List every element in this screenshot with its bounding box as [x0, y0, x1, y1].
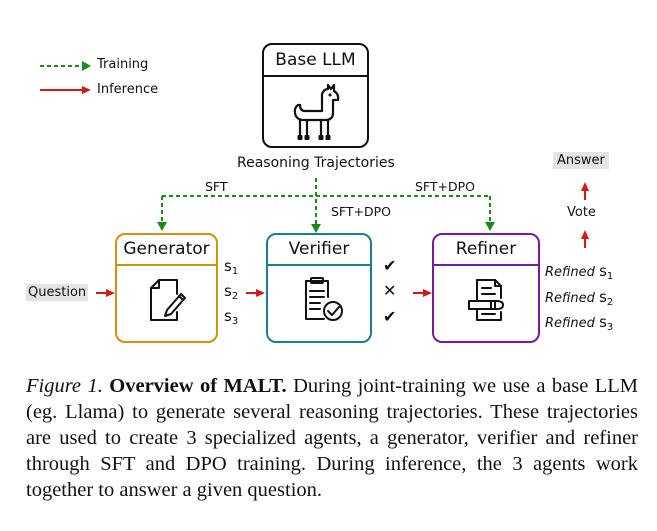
verifier-box: Verifier: [266, 233, 372, 343]
base-llm-title: Base LLM: [275, 50, 356, 70]
write-document-icon: [150, 279, 186, 321]
base-llm-box: Base LLM: [262, 43, 369, 148]
edge-label-generator: SFT: [205, 179, 228, 194]
vote-label: Vote: [567, 205, 596, 220]
generator-sample-2: s2: [224, 282, 239, 302]
llama-icon: [293, 83, 340, 140]
training-arrowhead-verifier: [311, 224, 321, 233]
edge-label-refiner: SFT+DPO: [415, 179, 476, 194]
legend-inference-head: [82, 86, 91, 94]
verdict-mark-2: ✕: [383, 281, 397, 300]
training-arrowhead-generator: [157, 222, 167, 231]
verifier-title: Verifier: [288, 239, 350, 259]
diagram-connectors: [40, 61, 589, 297]
refined-sample-3: Refined s3: [545, 313, 614, 333]
refiner-title: Refiner: [455, 239, 517, 259]
training-arrowhead-refiner: [485, 222, 495, 231]
generator-box: Generator: [115, 233, 218, 343]
generator-sample-1: s1: [224, 257, 239, 277]
refiner-box: Refiner: [432, 233, 540, 343]
edit-document-icon: [468, 279, 504, 321]
verdict-mark-3: ✔: [383, 307, 397, 326]
document-check-icon: [305, 277, 343, 321]
refined-sample-2: Refined s2: [545, 288, 614, 308]
legend-training-head: [82, 61, 91, 71]
refined-sample-1: Refined s1: [545, 262, 614, 282]
answer-label: Answer: [553, 152, 609, 169]
legend-inference-label: Inference: [97, 82, 159, 97]
caption-label: Figure 1.: [26, 375, 103, 397]
caption-body: During joint-training we use a base LLM …: [26, 375, 638, 501]
caption-title: Overview of MALT.: [109, 375, 287, 397]
base-llm-subtitle: Reasoning Trajectories: [237, 155, 395, 171]
figure-caption: Figure 1. Overview of MALT. During joint…: [26, 373, 638, 503]
training-tree: [161, 178, 491, 226]
verdict-mark-1: ✔: [383, 256, 397, 275]
legend-training-label: Training: [97, 57, 149, 72]
edge-label-verifier: SFT+DPO: [331, 204, 392, 219]
question-label: Question: [26, 284, 89, 301]
generator-sample-3: s3: [224, 307, 239, 327]
generator-title: Generator: [123, 239, 210, 259]
